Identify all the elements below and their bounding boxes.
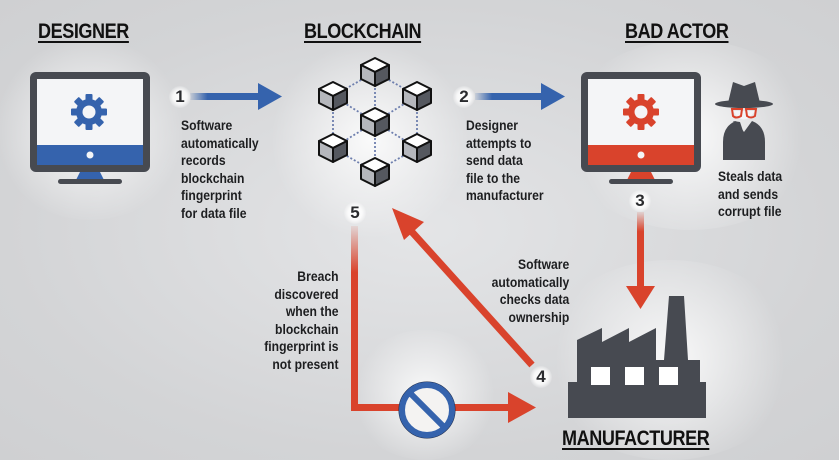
step-number-5: 5 <box>344 202 366 224</box>
step-2-caption: Designer attempts to send data file to t… <box>466 118 544 203</box>
heading-bad-actor: BAD ACTOR <box>625 20 729 43</box>
arrow-step-2 <box>475 83 565 110</box>
heading-blockchain: BLOCKCHAIN <box>304 20 422 43</box>
arrow-step-3 <box>626 212 655 309</box>
cube-icon <box>318 81 348 111</box>
arrow-step-1 <box>190 83 282 110</box>
step-number-3: 3 <box>629 190 651 212</box>
step-3-caption: Steals data and sends corrupt file <box>718 169 783 219</box>
cube-icon <box>360 157 390 187</box>
factory-icon <box>568 296 706 418</box>
spy-icon <box>715 82 773 160</box>
cube-icon <box>402 81 432 111</box>
heading-designer: DESIGNER <box>38 20 129 43</box>
bad-actor-computer-icon <box>581 72 701 184</box>
cube-icon <box>318 133 348 163</box>
step-number-2: 2 <box>453 86 475 108</box>
designer-computer-icon <box>30 72 150 184</box>
cube-icon <box>360 57 390 87</box>
step-number-1: 1 <box>169 86 191 108</box>
step-1-caption: Software automatically records blockchai… <box>181 118 259 221</box>
cube-icon <box>360 107 390 137</box>
step-5-caption: Breach discovered when the blockchain fi… <box>264 269 339 372</box>
heading-manufacturer: MANUFACTURER <box>562 427 710 450</box>
step-number-4: 4 <box>530 366 552 388</box>
step-4-caption: Software automatically checks data owner… <box>491 257 569 325</box>
cube-network-icon <box>318 57 432 187</box>
no-entry-icon <box>398 381 456 439</box>
gear-icon <box>71 94 107 130</box>
cube-icon <box>402 133 432 163</box>
arrow-step-4 <box>392 208 535 368</box>
gear-icon <box>623 94 659 130</box>
